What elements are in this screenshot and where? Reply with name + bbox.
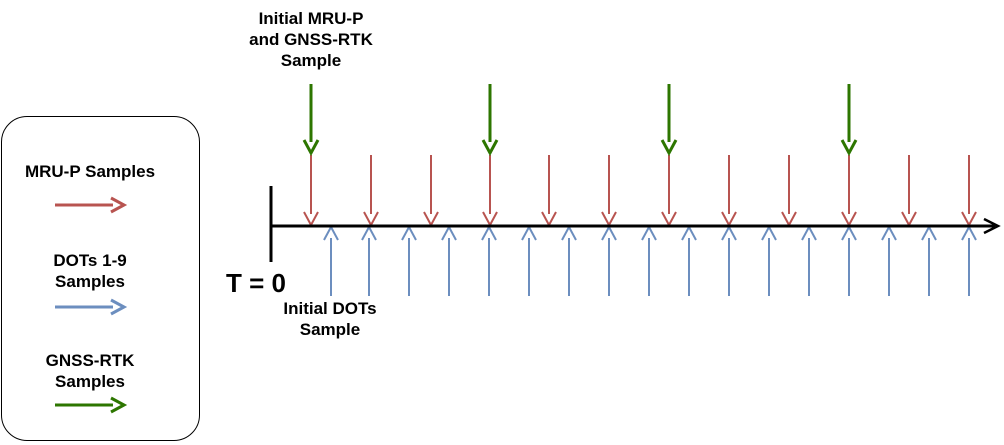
dots-sample-arrow: [641, 224, 657, 296]
dots-sample-arrow: [921, 224, 937, 296]
mru-sample-arrow: [423, 155, 439, 228]
legend-mru-arrow: [55, 196, 128, 214]
legend-arrows: [55, 196, 128, 414]
legend-dots-label: DOTs 1-9 Samples: [20, 250, 160, 292]
initial-mru-gnss-line3: Sample: [280, 51, 342, 70]
legend-gnss-label: GNSS-RTK Samples: [20, 350, 160, 392]
mru-sample-arrow: [721, 155, 737, 228]
gnss-sample-arrow: [481, 84, 499, 157]
dots-sample-arrow: [961, 224, 977, 296]
legend-mru-label: MRU-P Samples: [24, 162, 156, 181]
dots-sample-arrow: [323, 224, 339, 296]
time-axis: [271, 217, 1001, 235]
legend-dots-line1: DOTs 1-9: [53, 251, 127, 270]
dots-sample-arrow: [481, 224, 497, 296]
legend-box: [1, 116, 200, 441]
dots-sample-arrow: [401, 224, 417, 296]
dots-sample-arrow: [801, 224, 817, 296]
timeline-axis: [269, 186, 1001, 262]
dots-sample-arrow: [601, 224, 617, 296]
dots-sample-arrow: [681, 224, 697, 296]
dots-sample-arrow: [721, 224, 737, 296]
sample-arrows: [302, 84, 977, 296]
legend-gnss-arrow: [55, 396, 128, 414]
mru-sample-arrow: [303, 155, 319, 228]
legend-gnss-line2: Samples: [55, 372, 125, 391]
mru-sample-arrow: [841, 155, 857, 228]
gnss-sample-arrow: [660, 84, 678, 157]
dots-sample-arrow: [881, 224, 897, 296]
initial-dots-line1: Initial DOTs: [283, 299, 377, 318]
mru-sample-arrow: [363, 155, 379, 228]
mru-sample-arrow: [901, 155, 917, 228]
initial-dots-line2: Sample: [299, 320, 361, 339]
legend-gnss-line1: GNSS-RTK: [45, 351, 135, 370]
dots-sample-arrow: [561, 224, 577, 296]
initial-mru-gnss-label: Initial MRU-P and GNSS-RTK Sample: [230, 8, 392, 71]
gnss-sample-arrow: [302, 84, 320, 157]
dots-sample-arrow: [841, 224, 857, 296]
dots-sample-arrow: [521, 224, 537, 296]
initial-mru-gnss-line2: and GNSS-RTK: [249, 30, 373, 49]
mru-sample-arrow: [961, 155, 977, 228]
mru-sample-arrow: [482, 155, 498, 228]
mru-sample-arrow: [601, 155, 617, 228]
dots-sample-arrow: [361, 224, 377, 296]
mru-sample-arrow: [781, 155, 797, 228]
mru-sample-arrow: [541, 155, 557, 228]
t-zero-label: T = 0: [226, 268, 286, 298]
legend-dots-arrow: [55, 298, 128, 316]
initial-dots-label: Initial DOTs Sample: [266, 298, 394, 340]
legend-dots-line2: Samples: [55, 272, 125, 291]
dots-sample-arrow: [761, 224, 777, 296]
initial-mru-gnss-line1: Initial MRU-P: [258, 9, 364, 28]
gnss-sample-arrow: [840, 84, 858, 157]
mru-sample-arrow: [661, 155, 677, 228]
dots-sample-arrow: [441, 224, 457, 296]
